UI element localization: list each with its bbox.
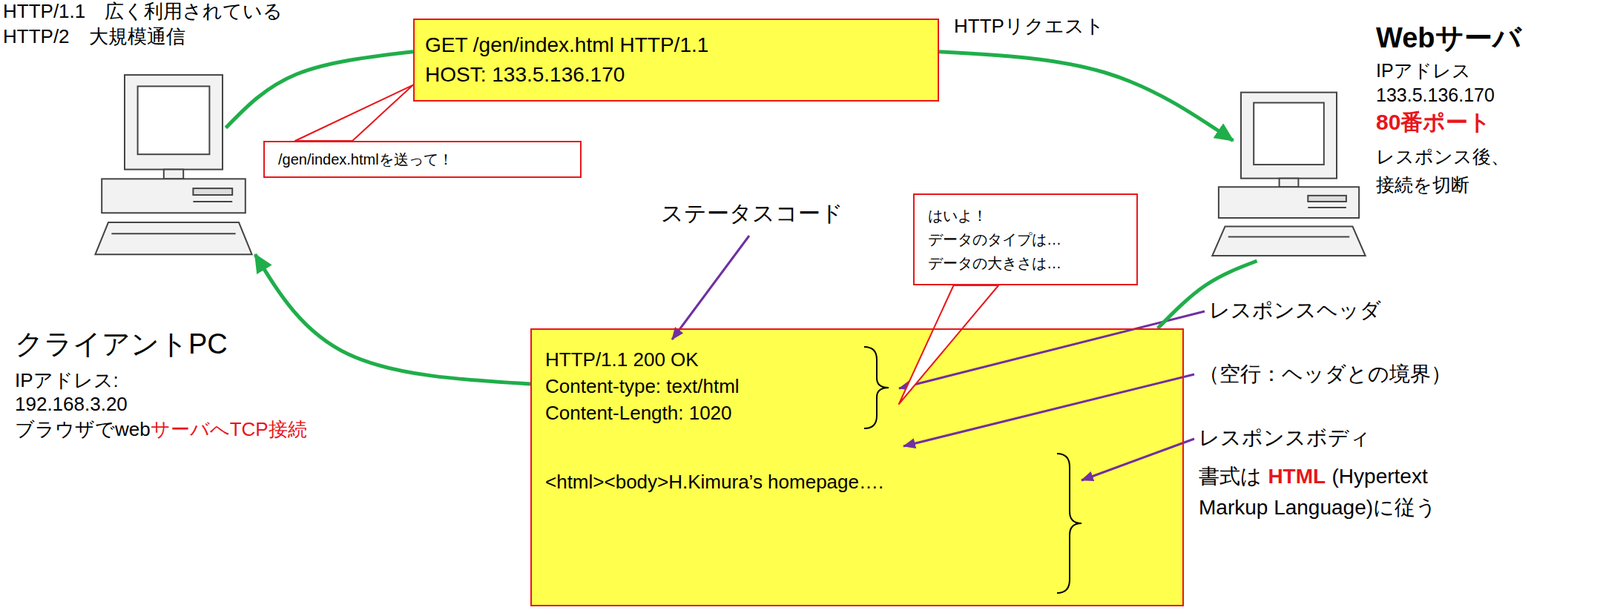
- text-line: ブラウザでwebサーバへTCP接続: [14, 418, 308, 442]
- callout-tail: [899, 285, 999, 405]
- web-server: WebサーバIPアドレス133.5.136.17080番ポートレスポンス後、 接…: [1209, 89, 1369, 262]
- response-body: <html><body>H.Kimura’s homepage….: [545, 468, 1170, 496]
- port-number: 80番ポート: [1375, 109, 1491, 136]
- curly-bracket: [864, 347, 889, 429]
- ip-address: 133.5.136.170: [1375, 83, 1495, 107]
- request-line: GET /gen/index.html HTTP/1.1: [425, 30, 928, 61]
- status-code-label: ステータスコード: [660, 200, 844, 227]
- format-highlight: HTML: [1267, 465, 1326, 489]
- response-header: Content-Length: 1020: [545, 399, 1170, 427]
- pc-icon: [91, 71, 256, 261]
- server-title: Webサーバ: [1375, 20, 1522, 55]
- client-title: クライアントPC: [14, 327, 228, 362]
- format-note: 書式は: [1198, 465, 1262, 489]
- request-label: HTTPリクエスト: [953, 14, 1105, 38]
- flow-arrow: [225, 51, 414, 129]
- ip-label: IPアドレス:: [14, 369, 119, 393]
- version-note: HTTP/2 大規模通信: [2, 25, 186, 49]
- ip-address: 192.168.3.20: [14, 393, 128, 417]
- leader-arrow: [1081, 439, 1195, 481]
- body-label: レスポンスボディ: [1198, 425, 1371, 451]
- curly-bracket: [1057, 453, 1082, 594]
- leader-arrow: [672, 235, 750, 340]
- flow-arrow: [255, 254, 531, 385]
- http-request-box: GET /gen/index.html HTTP/1.1HOST: 133.5.…: [413, 18, 940, 102]
- client-note: ブラウザでweb: [14, 418, 151, 441]
- box-fill: [530, 328, 1184, 607]
- request-callout: /gen/index.htmlを送って！: [263, 140, 582, 179]
- server-note: レスポンス後、 接続を切断: [1375, 142, 1517, 199]
- leader-arrow: [903, 374, 1195, 447]
- header-label: レスポンスヘッダ: [1209, 298, 1382, 324]
- flow-arrow: [939, 51, 1233, 141]
- callout-tail: [295, 85, 414, 141]
- version-note: HTTP/1.1 広く利用されている: [2, 0, 283, 23]
- blank-line-label: （空行：ヘッダとの境界）: [1198, 361, 1452, 388]
- status-line: HTTP/1.1 200 OK: [545, 346, 1170, 374]
- pc-icon: [1209, 89, 1369, 262]
- response-callout: はいよ！ データのタイプは… データの大きさは…: [913, 193, 1138, 286]
- ip-label: IPアドレス: [1375, 59, 1471, 82]
- http-response-box: HTTP/1.1 200 OKContent-type: text/htmlCo…: [530, 328, 1184, 607]
- client-note-highlight: サーバへTCP接続: [150, 418, 308, 441]
- text-group: 書式はHTML(Hypertext Markup Language)に従う: [1198, 461, 1488, 524]
- client-pc: ブラウザでwebサーバへTCP接続クライアントPCIPアドレス:192.168.…: [91, 71, 256, 261]
- callout-text: /gen/index.htmlを送って！: [278, 149, 567, 170]
- request-header: HOST: 133.5.136.170: [425, 60, 928, 90]
- callout-text: はいよ！ データのタイプは… データの大きさは…: [927, 203, 1099, 276]
- response-header: Content-type: text/html: [545, 373, 1170, 400]
